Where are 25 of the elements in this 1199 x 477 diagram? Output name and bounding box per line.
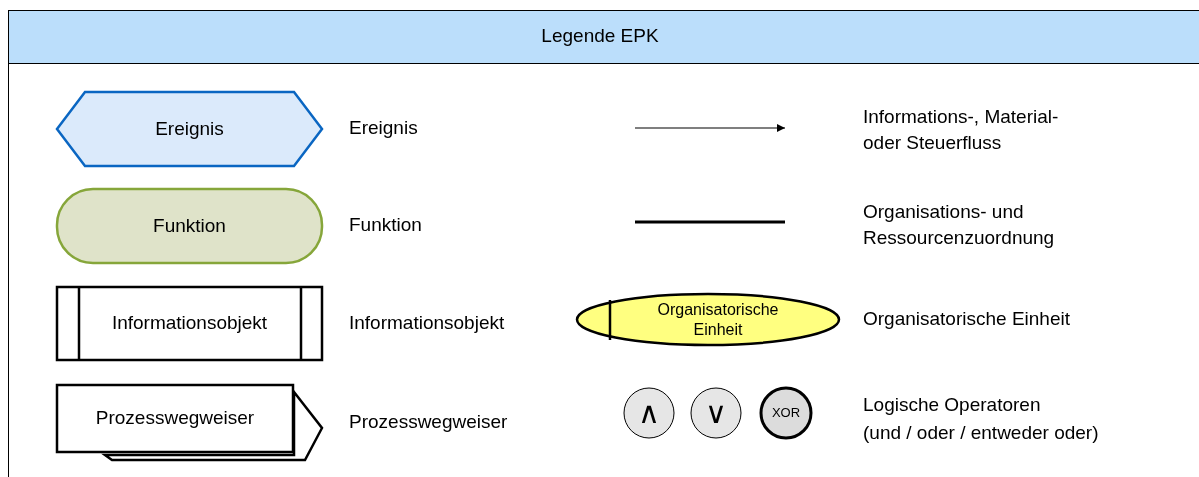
operator-symbol: XOR — [771, 405, 801, 421]
node-label: Informationsobjekt — [111, 312, 268, 335]
process-pointer-shape — [56, 384, 323, 461]
node-label: Organisatorische Einheit — [656, 300, 780, 339]
legend-text: Organisations- und Ressourcenzuordnung — [863, 200, 1056, 250]
shape-caption: Funktion — [349, 214, 422, 236]
event-hexagon — [56, 91, 323, 167]
operator-circle — [759, 386, 813, 440]
legend-text: Informations-, Material- oder Steuerfluss — [863, 105, 1060, 155]
shape-caption: Ereignis — [349, 117, 418, 139]
node-label: Prozesswegweiser — [95, 407, 255, 430]
operator-description: Logische Operatoren — [863, 394, 1041, 416]
shape-caption: Informationsobjekt — [349, 311, 505, 334]
organization-ellipse — [576, 293, 840, 346]
shape-caption: Organisatorische Einheit — [863, 307, 1070, 330]
operator-circle — [690, 387, 742, 439]
shape-caption: Prozesswegweiser — [349, 410, 508, 433]
operator-circle — [623, 387, 675, 439]
operator-description: (und / oder / entweder oder) — [863, 422, 1099, 444]
node-label: Ereignis — [155, 117, 224, 141]
operator-symbol: ∨ — [705, 395, 727, 431]
node-label: Funktion — [153, 214, 226, 238]
information-object-box — [56, 286, 323, 361]
legend-title: Legende EPK — [540, 25, 660, 47]
operator-symbol: ∧ — [638, 395, 660, 431]
